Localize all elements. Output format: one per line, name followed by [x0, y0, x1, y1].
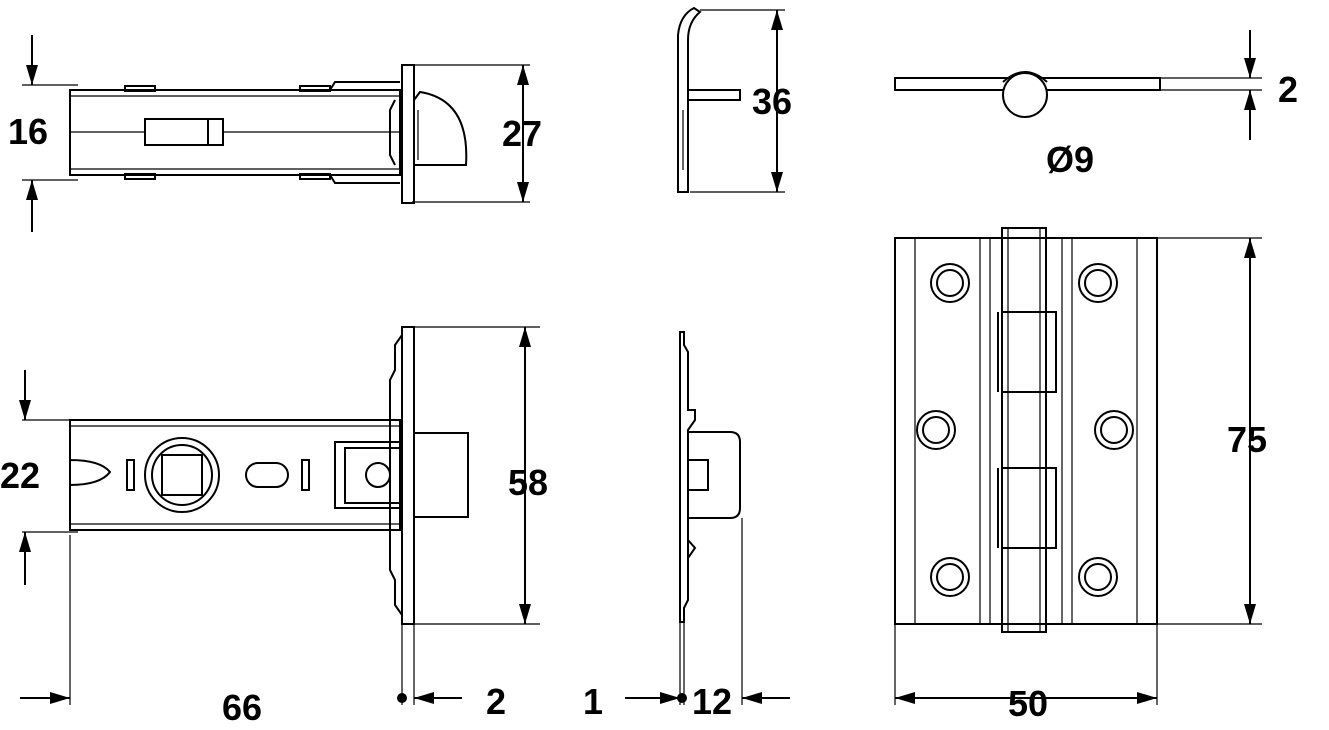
latch-front-view: [19, 326, 540, 705]
label-latch-top-width: 16: [8, 111, 48, 152]
label-hinge-pin-diameter: Ø9: [1046, 139, 1094, 180]
label-strike-thickness: 1: [583, 681, 603, 722]
label-latch-front-forend: 58: [508, 462, 548, 503]
label-latch-front-body: 22: [0, 455, 40, 496]
latch-top-view: [22, 35, 530, 232]
strike-side-view: [677, 6, 785, 193]
hinge-top-view: [894, 30, 1262, 140]
label-latch-depth: 66: [222, 687, 262, 728]
label-latch-top-forend: 27: [502, 113, 542, 154]
label-hinge-width: 50: [1008, 683, 1048, 724]
label-hinge-height: 75: [1227, 419, 1267, 460]
label-forend-thickness: 2: [486, 681, 506, 722]
latch-side-view: [625, 331, 790, 705]
hinge-front-view: [894, 227, 1262, 705]
label-strike-side-height: 36: [752, 81, 792, 122]
label-strike-projection: 12: [692, 681, 732, 722]
label-hinge-pin-leaf: 2: [1278, 69, 1298, 110]
